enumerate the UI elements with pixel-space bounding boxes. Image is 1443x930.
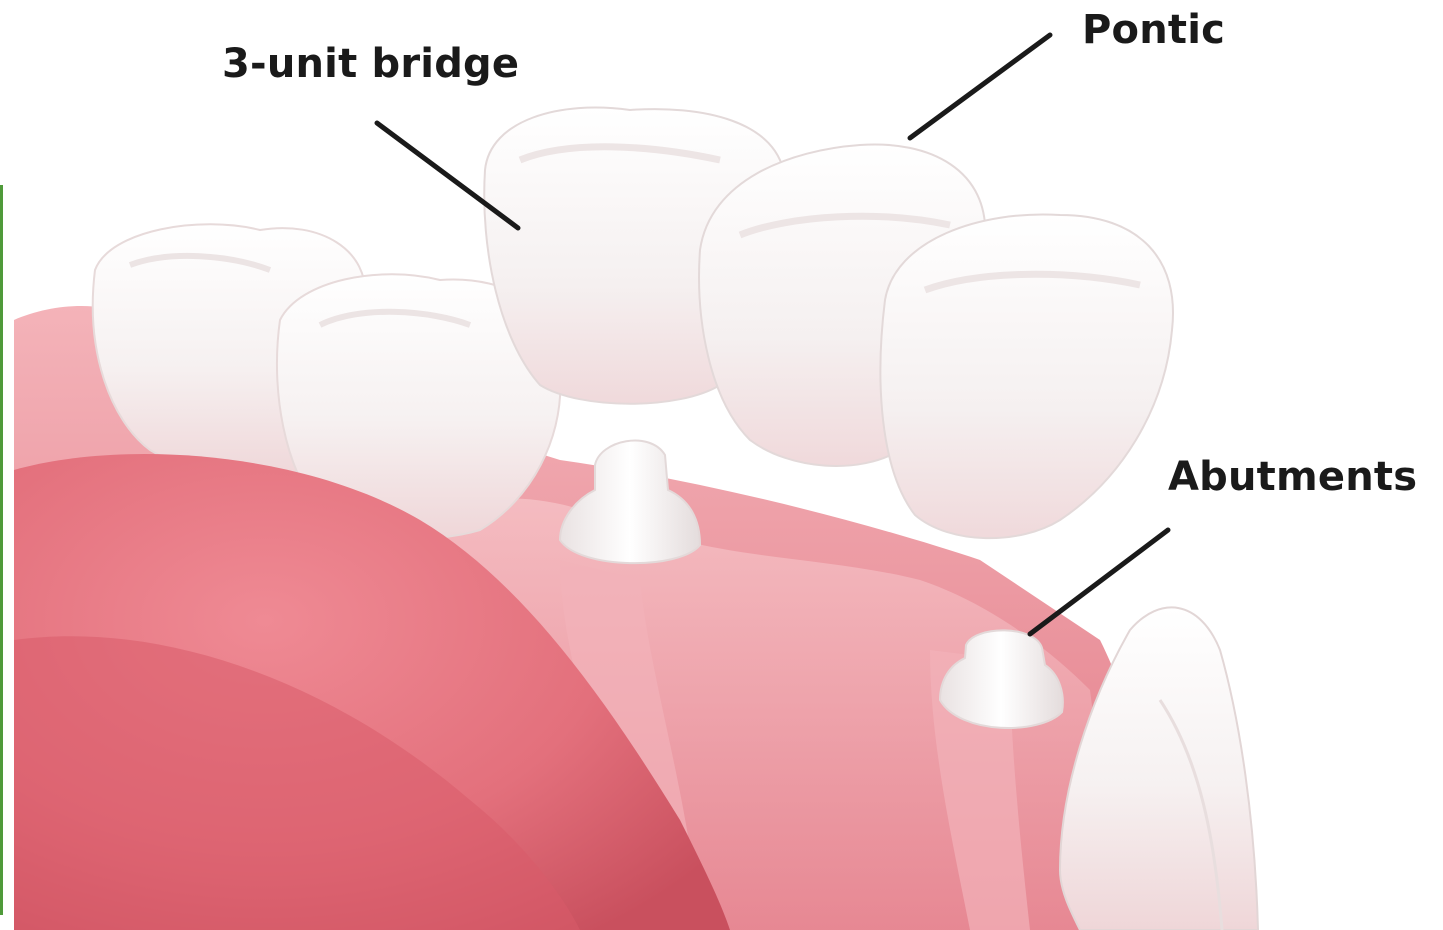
abutments-label: Abutments — [1168, 457, 1417, 497]
bridge-crown-3 — [880, 214, 1173, 538]
pontic-leader-line — [910, 35, 1050, 138]
pontic-label: Pontic — [1082, 10, 1225, 50]
abutment-tooth-1 — [560, 441, 700, 564]
bridge-label: 3-unit bridge — [222, 44, 519, 84]
